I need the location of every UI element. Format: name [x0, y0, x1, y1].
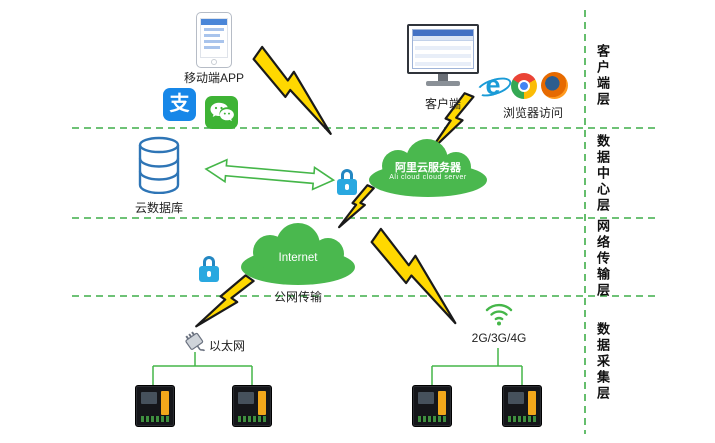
- desktop-monitor-icon: [406, 24, 480, 94]
- terminal-device-icon: [412, 385, 452, 427]
- browser-access-label: 浏览器访问: [502, 106, 563, 120]
- client-label: 客户端: [424, 97, 461, 111]
- bolt-internet-to-cellular-icon: [361, 229, 475, 323]
- internet-label: Internet: [278, 252, 318, 264]
- layer-label-client: 客户端层: [595, 44, 610, 108]
- cloud-database-icon: [137, 136, 181, 196]
- lightning-bolts: [196, 47, 475, 338]
- layer-label-datacenter: 数据中心层: [595, 134, 610, 214]
- alipay-icon: 支: [163, 88, 196, 121]
- wifi-signal-icon: [484, 301, 514, 329]
- terminal-device-icon: [502, 385, 542, 427]
- mobile-app-label: 移动端APP: [183, 71, 244, 85]
- layer-separator-lines: [72, 10, 660, 434]
- cellular-label: 2G/3G/4G: [471, 331, 527, 345]
- ali-cloud-subtitle: Ali cloud cloud server: [389, 174, 467, 181]
- bolt-alicloud-to-internet-icon: [339, 182, 374, 234]
- layer-label-network: 网络传输层: [595, 219, 610, 299]
- ali-cloud-title: 阿里云服务器: [395, 162, 461, 174]
- security-lock-icon: [337, 169, 357, 195]
- terminal-device-icon: [232, 385, 272, 427]
- layer-label-collection: 数据采集层: [595, 322, 610, 402]
- ethernet-plug-icon: [180, 327, 208, 355]
- wechat-icon: [205, 96, 238, 129]
- bolt-internet-to-ethernet-icon: [196, 269, 253, 338]
- ie-glyph: e: [485, 70, 501, 100]
- security-lock-icon: [199, 256, 219, 282]
- ie-browser-icon: e: [479, 72, 507, 100]
- phone-screen: [200, 18, 228, 58]
- firefox-browser-icon: [541, 72, 568, 99]
- mobile-phone-icon: [196, 12, 232, 68]
- chrome-browser-icon: [511, 73, 537, 99]
- phone-home-button: [211, 59, 217, 65]
- bolt-client-to-alicloud-icon: [429, 89, 473, 160]
- public-network-label: 公网传输: [273, 290, 322, 304]
- terminal-device-icon: [135, 385, 175, 427]
- sync-double-arrow-icon: [204, 158, 336, 191]
- cloud-db-label: 云数据库: [134, 201, 183, 215]
- alipay-glyph: 支: [169, 93, 190, 115]
- internet-cloud-icon: Internet: [236, 219, 360, 289]
- bolt-mobile-to-cloud-icon: [244, 47, 349, 134]
- device-tree-lines: [152, 348, 523, 385]
- ali-cloud-server-icon: 阿里云服务器 Ali cloud cloud server: [364, 135, 492, 199]
- ethernet-label: 以太网: [209, 339, 246, 353]
